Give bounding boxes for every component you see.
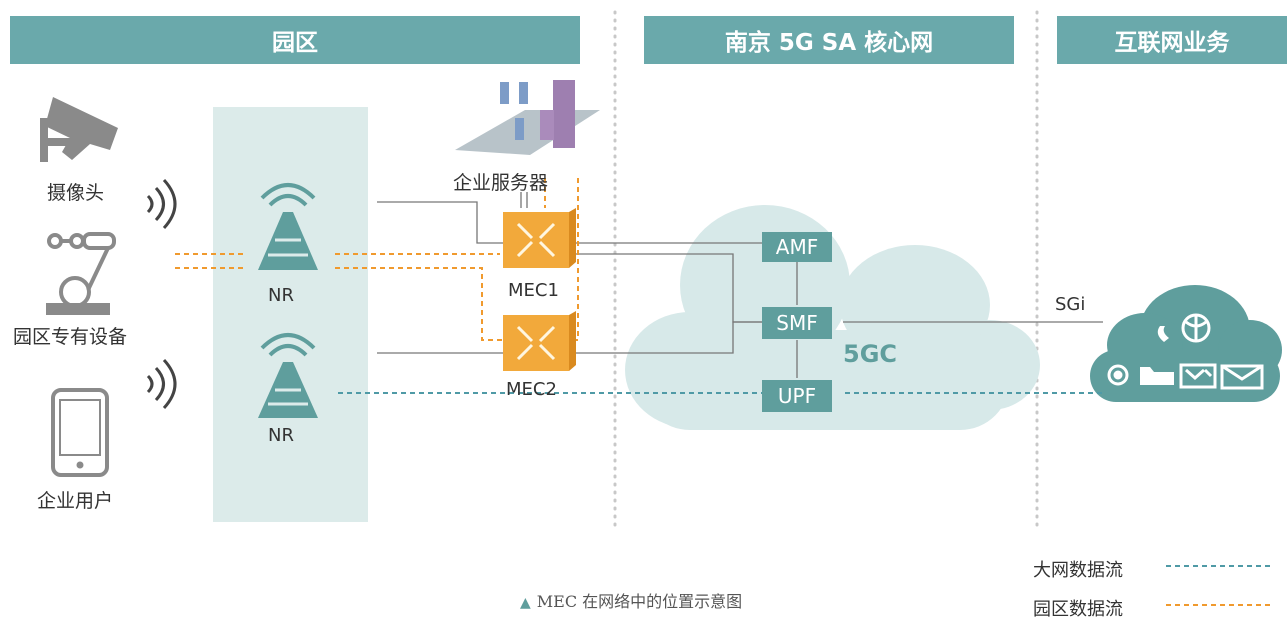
phone-icon-shape <box>51 388 109 477</box>
nr-bottom-label: NR <box>268 425 294 446</box>
zone-header-internet: 互联网业务 <box>1057 16 1287 64</box>
campus-equipment-label: 园区专有设备 <box>13 326 128 348</box>
mec1-box <box>503 208 576 268</box>
figure-caption: ▲ MEC 在网络中的位置示意图 <box>520 588 742 612</box>
mec2-label: MEC2 <box>506 379 557 400</box>
enterprise-server-icon <box>455 80 600 155</box>
enterprise-server-label: 企业服务器 <box>453 172 549 194</box>
enterprise-user-label: 企业用户 <box>37 490 114 512</box>
nr-tower-bottom-shape <box>258 333 318 418</box>
signaling-lines <box>377 192 1103 378</box>
sgi-label: SGi <box>1055 294 1086 315</box>
camera-label: 摄像头 <box>47 182 105 204</box>
nr-top-label: NR <box>268 285 294 306</box>
campus-flow-lines <box>175 178 579 341</box>
nr-panel <box>213 107 368 522</box>
smf-node: SMF <box>762 307 832 339</box>
core-cloud-label: 5GC <box>843 340 898 368</box>
legend-internet-label: 大网数据流 <box>1033 560 1123 581</box>
internet-service-icons <box>1107 313 1264 390</box>
core-cloud <box>625 205 1040 430</box>
zone-header-campus: 园区 <box>10 16 580 64</box>
robot-arm-icon-shape <box>46 232 116 315</box>
zone-header-core: 南京 5G SA 核心网 <box>644 16 1014 64</box>
camera-icon-shape <box>40 97 118 162</box>
legend-campus-label: 园区数据流 <box>1033 599 1123 620</box>
signal-waves-bottom <box>146 358 177 410</box>
mec2-box <box>503 311 576 371</box>
nr-tower-top-shape <box>258 183 318 270</box>
caption-text: MEC 在网络中的位置示意图 <box>536 592 743 611</box>
mec1-label: MEC1 <box>508 280 559 301</box>
upf-node: UPF <box>762 380 832 412</box>
caption-arrow-icon: ▲ <box>520 595 531 611</box>
signal-waves-top <box>146 178 177 230</box>
amf-node: AMF <box>762 232 832 262</box>
